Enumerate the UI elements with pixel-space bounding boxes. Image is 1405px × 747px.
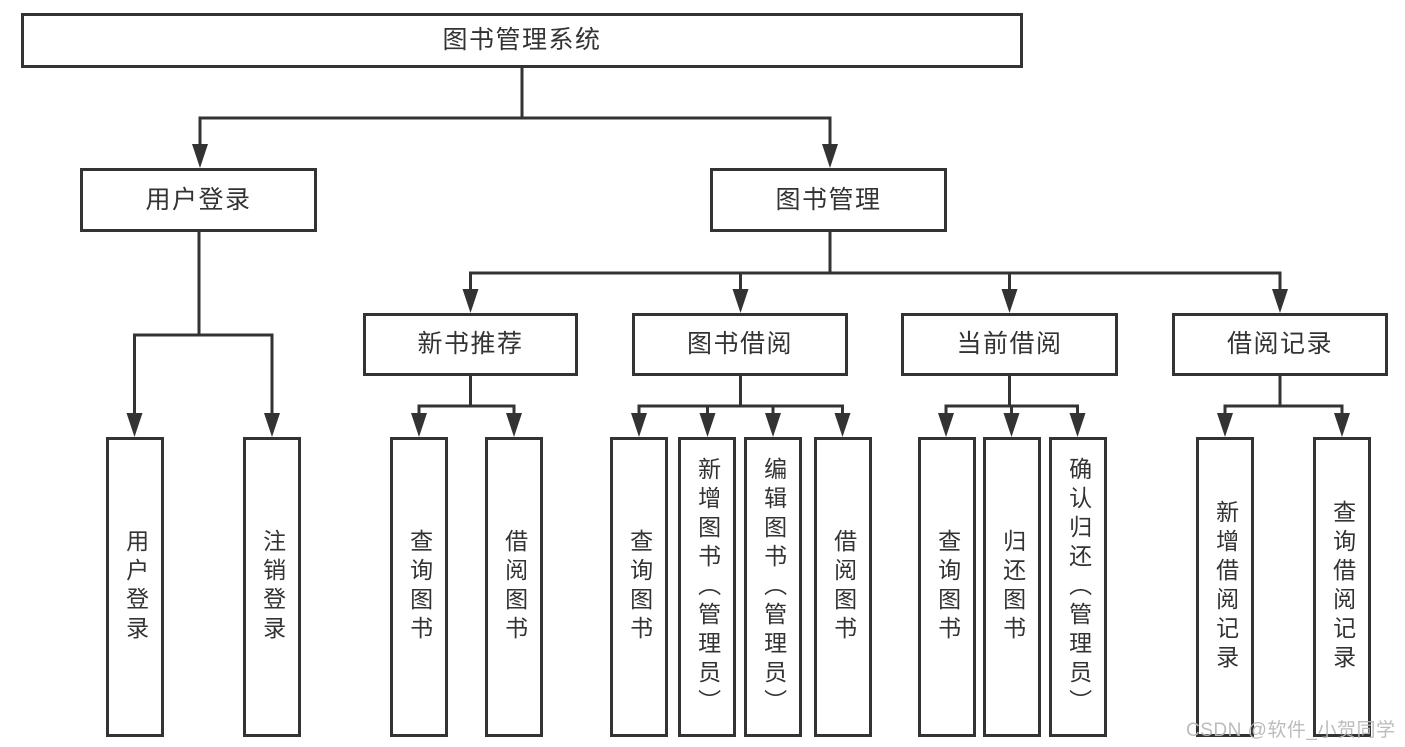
leaf-current-query-books: 查询图书 [918,437,976,737]
leaf-borrowing-borrow-books-label: 借阅图书 [830,529,857,645]
node-new-book-recommend-label: 新书推荐 [417,330,524,358]
leaf-logout: 注销登录 [243,437,301,737]
leaf-borrowing-borrow-books: 借阅图书 [814,437,872,737]
edge-root-to-level2 [192,66,838,168]
node-current-borrowing: 当前借阅 [901,313,1118,376]
leaf-newbook-query-books: 查询图书 [390,437,448,737]
leaf-newbook-borrow-books: 借阅图书 [485,437,543,737]
leaf-user-login: 用户登录 [106,437,164,737]
leaf-current-confirm-return-admin: 确认归还（管理员） [1049,437,1107,737]
leaf-records-add-record: 新增借阅记录 [1196,437,1254,737]
leaf-borrowing-query-books-label: 查询图书 [626,529,653,645]
edge-currentborrow-to-leaves [938,374,1086,437]
leaf-borrowing-add-books-admin-label: 新增图书（管理员） [694,456,721,718]
node-borrow-records: 借阅记录 [1172,313,1388,376]
edge-borrowrecord-to-leaves [1217,374,1350,437]
node-current-borrowing-label: 当前借阅 [956,330,1063,358]
leaf-records-add-record-label: 新增借阅记录 [1212,500,1239,674]
leaf-borrowing-edit-books-admin-label: 编辑图书（管理员） [760,456,787,718]
leaf-borrowing-query-books: 查询图书 [610,437,668,737]
leaf-user-login-label: 用户登录 [122,529,149,645]
node-root-label: 图书管理系统 [442,26,602,54]
leaf-records-query-record-label: 查询借阅记录 [1329,500,1356,674]
node-root: 图书管理系统 [21,13,1023,68]
leaf-records-query-record: 查询借阅记录 [1313,437,1371,737]
watermark-text: CSDN @软件_小贺同学 [1186,720,1396,741]
leaf-current-return-books-label: 归还图书 [999,529,1026,645]
leaf-current-return-books: 归还图书 [983,437,1041,737]
leaf-newbook-query-books-label: 查询图书 [406,529,433,645]
leaf-logout-label: 注销登录 [259,529,286,645]
node-book-management-label: 图书管理 [775,185,882,214]
leaf-newbook-borrow-books-label: 借阅图书 [501,529,528,645]
node-new-book-recommend: 新书推荐 [363,313,578,376]
node-user-login: 用户登录 [80,168,317,232]
edge-newbook-to-leaves [411,374,522,437]
node-book-management: 图书管理 [710,168,947,232]
leaf-borrowing-edit-books-admin: 编辑图书（管理员） [744,437,802,737]
leaf-borrowing-add-books-admin: 新增图书（管理员） [678,437,736,737]
node-user-login-label: 用户登录 [145,185,252,214]
leaf-current-confirm-return-admin-label: 确认归还（管理员） [1065,456,1092,718]
edge-bookborrow-to-leaves [631,374,851,437]
node-book-borrowing-label: 图书借阅 [686,330,793,358]
node-borrow-records-label: 借阅记录 [1226,330,1333,358]
edge-userlogin-to-leaves [126,230,280,437]
edge-bookmgmt-to-level3 [462,230,1288,313]
leaf-current-query-books-label: 查询图书 [934,529,961,645]
node-book-borrowing: 图书借阅 [632,313,848,376]
